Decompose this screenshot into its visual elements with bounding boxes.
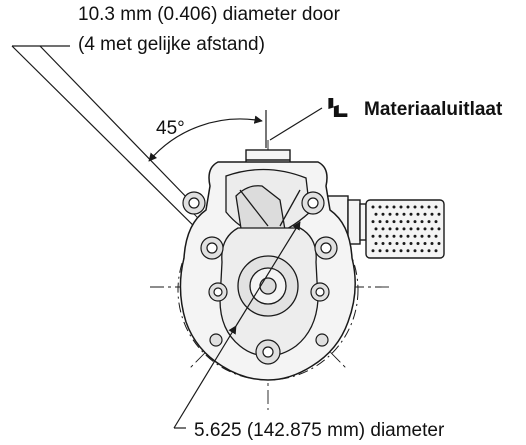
hole-spec-line1: 10.3 mm (0.406) diameter door xyxy=(78,4,340,25)
strainer-hole xyxy=(413,205,417,209)
strainer-hole xyxy=(427,205,431,209)
strainer-hole xyxy=(378,205,382,209)
diameter-leader xyxy=(173,221,301,429)
strainer-hole xyxy=(416,212,420,216)
strainer-hole xyxy=(430,212,434,216)
strainer-hole xyxy=(395,242,399,245)
strainer-hole xyxy=(434,249,438,253)
strainer-hole xyxy=(402,227,406,231)
bolt-circle-diameter-label: 5.625 (142.875 mm) diameter xyxy=(194,420,445,441)
strainer-hole xyxy=(388,242,392,245)
strainer-hole xyxy=(409,227,413,231)
outlet-leader xyxy=(269,107,323,141)
lower-body xyxy=(219,227,319,357)
strainer-hole xyxy=(402,242,406,245)
strainer-hole xyxy=(434,205,438,209)
strainer-hole xyxy=(420,249,424,253)
strainer-hole xyxy=(392,205,396,209)
strainer-hole xyxy=(427,249,431,253)
centerline-symbol: Ꝇ xyxy=(326,93,349,123)
strainer-hole xyxy=(423,212,427,216)
hole-leader xyxy=(11,45,213,245)
strainer-hole xyxy=(374,242,378,245)
strainer-hole xyxy=(434,220,438,224)
strainer-hole xyxy=(434,234,438,238)
strainer-hole xyxy=(388,227,392,231)
outlet-label: Materiaaluitlaat xyxy=(364,99,503,120)
strainer-hole xyxy=(381,212,385,216)
bolts xyxy=(182,191,338,365)
strainer-hole xyxy=(371,220,375,224)
strainer-hole xyxy=(416,242,420,245)
strainer-hole xyxy=(381,227,385,231)
strainer-hole xyxy=(409,212,413,216)
strainer-hole xyxy=(371,234,375,238)
strainer-hole xyxy=(430,242,434,245)
strainer-hole xyxy=(395,227,399,231)
strainer-hole xyxy=(430,227,434,231)
angle-label: 45° xyxy=(156,118,185,139)
strainer-hole xyxy=(413,234,417,238)
strainer-hole xyxy=(371,205,375,209)
strainer-hole xyxy=(427,234,431,238)
strainer-holes xyxy=(371,205,441,253)
strainer-hole xyxy=(406,205,410,209)
strainer-hole xyxy=(437,242,441,245)
strainer-hole xyxy=(416,227,420,231)
angle-dimension xyxy=(148,110,267,162)
strainer-hole xyxy=(423,227,427,231)
strainer-hole xyxy=(406,234,410,238)
strainer-hole xyxy=(437,227,441,231)
strainer-hole xyxy=(381,242,385,245)
strainer-hole xyxy=(399,220,403,224)
strainer-hole xyxy=(374,212,378,216)
hole-spec-line2: (4 met gelijke afstand) xyxy=(78,34,265,55)
strainer-hole xyxy=(420,220,424,224)
strainer-hole xyxy=(392,234,396,238)
strainer-hole xyxy=(385,220,389,224)
strainer-hole xyxy=(402,212,406,216)
strainer-hole xyxy=(385,234,389,238)
strainer-hole xyxy=(413,249,417,253)
strainer-hole xyxy=(437,212,441,216)
strainer-hole xyxy=(399,205,403,209)
strainer-hole xyxy=(378,249,382,253)
strainer-hole xyxy=(371,249,375,253)
strainer-hole xyxy=(413,220,417,224)
strainer-hole xyxy=(420,205,424,209)
strainer-hole xyxy=(385,205,389,209)
strainer-hole xyxy=(388,212,392,216)
strainer-hole xyxy=(378,220,382,224)
strainer-hole xyxy=(392,249,396,253)
strainer-hole xyxy=(423,242,427,245)
strainer-hole xyxy=(409,242,413,245)
strainer-hole xyxy=(399,234,403,238)
strainer-hole xyxy=(392,220,396,224)
strainer-hole xyxy=(420,234,424,238)
strainer-hole xyxy=(399,249,403,253)
strainer-hole xyxy=(395,212,399,216)
strainer-hole xyxy=(385,249,389,253)
strainer-hole xyxy=(378,234,382,238)
strainer-hole xyxy=(406,249,410,253)
strainer-hole xyxy=(374,227,378,231)
strainer-hole xyxy=(427,220,431,224)
strainer-hole xyxy=(406,220,410,224)
